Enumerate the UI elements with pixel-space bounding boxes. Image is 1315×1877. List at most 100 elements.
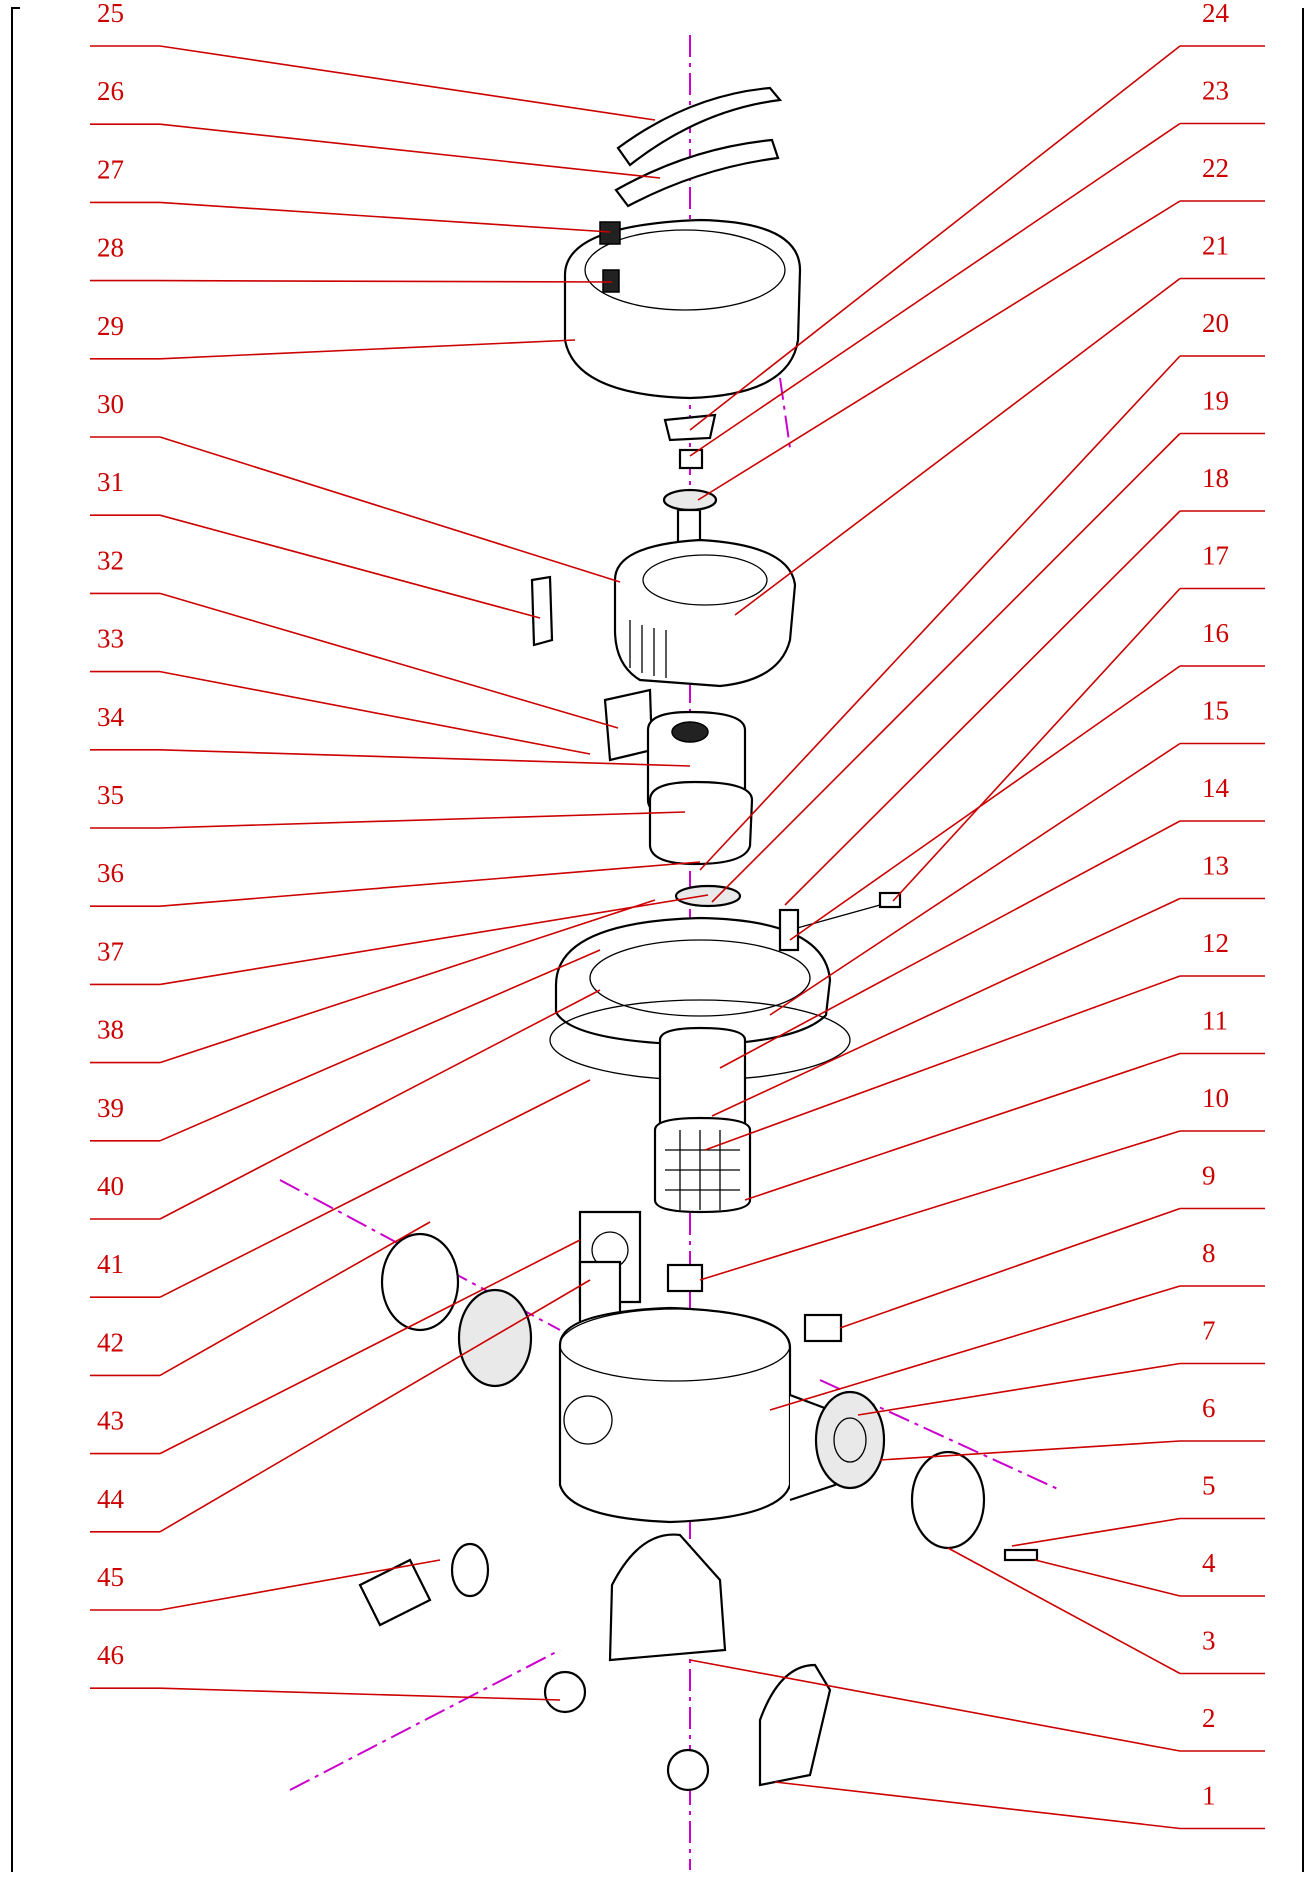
part-number-39: 39 bbox=[97, 1093, 124, 1123]
leader-line-25 bbox=[159, 45, 656, 121]
part-label-30: 30 bbox=[90, 389, 621, 583]
leader-line-30 bbox=[159, 436, 621, 583]
part-label-31: 31 bbox=[90, 467, 541, 619]
part-label-27: 27 bbox=[90, 154, 611, 233]
leader-line-34 bbox=[159, 749, 691, 767]
part-label-16: 16 bbox=[789, 618, 1265, 941]
part-label-26: 26 bbox=[90, 76, 661, 179]
part-label-34: 34 bbox=[90, 702, 691, 767]
part-number-4: 4 bbox=[1202, 1548, 1216, 1578]
leader-line-24 bbox=[689, 45, 1181, 431]
part-number-17: 17 bbox=[1202, 541, 1229, 571]
part-number-10: 10 bbox=[1202, 1083, 1229, 1113]
part-label-17: 17 bbox=[892, 541, 1265, 902]
leader-line-7 bbox=[857, 1362, 1181, 1416]
part-label-15: 15 bbox=[769, 696, 1265, 1016]
leader-line-13 bbox=[711, 897, 1181, 1117]
part-number-11: 11 bbox=[1202, 1006, 1228, 1036]
part-label-25: 25 bbox=[90, 0, 656, 121]
part-label-24: 24 bbox=[689, 0, 1265, 431]
part-label-28: 28 bbox=[90, 233, 613, 283]
part-label-41: 41 bbox=[90, 1079, 591, 1298]
leader-line-37 bbox=[159, 894, 709, 986]
part-label-36: 36 bbox=[90, 858, 701, 908]
part-label-6: 6 bbox=[879, 1393, 1265, 1461]
part-number-19: 19 bbox=[1202, 386, 1229, 416]
part-number-35: 35 bbox=[97, 780, 124, 810]
part-label-46: 46 bbox=[90, 1640, 561, 1701]
part-number-25: 25 bbox=[97, 0, 124, 28]
leader-line-15 bbox=[769, 742, 1181, 1016]
part-label-18: 18 bbox=[784, 463, 1265, 906]
part-number-21: 21 bbox=[1202, 231, 1229, 261]
leader-line-21 bbox=[734, 277, 1181, 616]
part-number-32: 32 bbox=[97, 545, 124, 575]
leader-line-4 bbox=[1034, 1559, 1181, 1597]
left-part-labels: 2526272829303132333435363738394041424344… bbox=[90, 0, 709, 1701]
part-number-33: 33 bbox=[97, 624, 124, 654]
part-label-42: 42 bbox=[90, 1221, 431, 1377]
leader-line-8 bbox=[769, 1285, 1181, 1411]
part-label-23: 23 bbox=[689, 76, 1265, 457]
leader-line-36 bbox=[159, 861, 701, 907]
leader-line-18 bbox=[784, 510, 1181, 906]
part-label-19: 19 bbox=[711, 386, 1265, 903]
part-number-23: 23 bbox=[1202, 76, 1229, 106]
part-number-28: 28 bbox=[97, 233, 124, 263]
leader-line-31 bbox=[159, 514, 541, 619]
part-number-31: 31 bbox=[97, 467, 124, 497]
leader-line-44 bbox=[159, 1279, 591, 1533]
part-label-21: 21 bbox=[734, 231, 1265, 616]
part-number-40: 40 bbox=[97, 1171, 124, 1201]
leader-line-39 bbox=[159, 949, 601, 1142]
part-label-1: 1 bbox=[774, 1781, 1265, 1830]
part-number-45: 45 bbox=[97, 1562, 124, 1592]
part-label-10: 10 bbox=[699, 1083, 1265, 1281]
part-number-36: 36 bbox=[97, 858, 124, 888]
leader-line-2 bbox=[689, 1659, 1181, 1752]
part-number-46: 46 bbox=[97, 1640, 124, 1670]
leader-line-3 bbox=[947, 1547, 1181, 1675]
part-number-24: 24 bbox=[1202, 0, 1230, 28]
leader-line-45 bbox=[159, 1559, 441, 1611]
leader-line-46 bbox=[159, 1687, 561, 1701]
part-label-4: 4 bbox=[1034, 1548, 1265, 1597]
leader-line-28 bbox=[159, 279, 613, 283]
leader-line-33 bbox=[159, 670, 591, 755]
part-label-43: 43 bbox=[90, 1239, 581, 1455]
part-label-9: 9 bbox=[839, 1161, 1265, 1329]
part-label-3: 3 bbox=[947, 1547, 1265, 1675]
part-number-5: 5 bbox=[1202, 1471, 1216, 1501]
part-number-2: 2 bbox=[1202, 1703, 1216, 1733]
leader-line-1 bbox=[774, 1781, 1181, 1830]
leader-line-42 bbox=[159, 1221, 431, 1377]
part-number-1: 1 bbox=[1202, 1781, 1216, 1811]
leader-line-9 bbox=[839, 1207, 1181, 1329]
leader-line-32 bbox=[159, 592, 619, 729]
leader-line-16 bbox=[789, 665, 1181, 941]
part-number-41: 41 bbox=[97, 1249, 124, 1279]
part-number-7: 7 bbox=[1202, 1316, 1216, 1346]
leader-line-17 bbox=[892, 587, 1181, 902]
leader-line-19 bbox=[711, 432, 1181, 903]
part-number-20: 20 bbox=[1202, 308, 1229, 338]
part-label-11: 11 bbox=[744, 1006, 1265, 1201]
part-label-13: 13 bbox=[711, 851, 1265, 1117]
leader-line-38 bbox=[159, 899, 656, 1064]
part-number-9: 9 bbox=[1202, 1161, 1216, 1191]
leader-line-41 bbox=[159, 1079, 591, 1298]
part-label-45: 45 bbox=[90, 1559, 441, 1611]
leader-line-27 bbox=[159, 201, 611, 233]
part-label-5: 5 bbox=[1011, 1471, 1265, 1547]
part-number-6: 6 bbox=[1202, 1393, 1216, 1423]
part-number-15: 15 bbox=[1202, 696, 1229, 726]
part-number-44: 44 bbox=[97, 1484, 125, 1514]
part-number-18: 18 bbox=[1202, 463, 1229, 493]
leader-line-40 bbox=[159, 989, 601, 1220]
part-label-32: 32 bbox=[90, 545, 619, 729]
part-label-39: 39 bbox=[90, 949, 601, 1142]
leader-line-5 bbox=[1011, 1517, 1181, 1547]
part-label-22: 22 bbox=[697, 153, 1265, 501]
